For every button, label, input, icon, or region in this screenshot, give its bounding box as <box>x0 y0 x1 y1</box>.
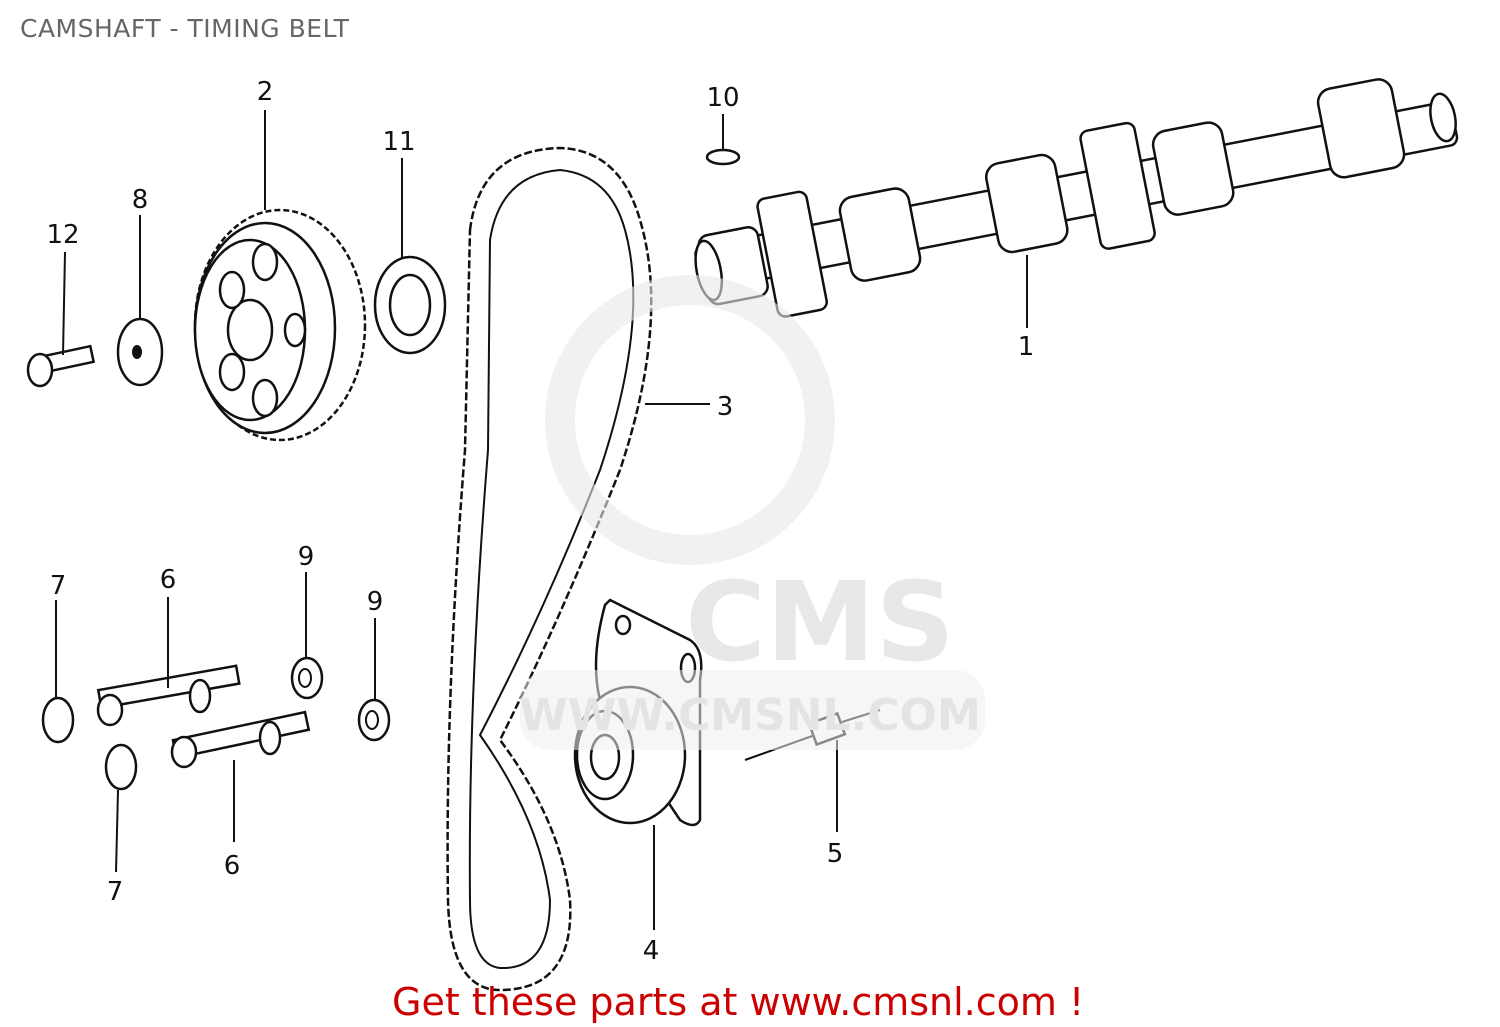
oil-seal-part[interactable] <box>373 255 447 355</box>
camshaft-pulley-part[interactable] <box>193 208 367 442</box>
callout-3: 3 <box>717 392 734 422</box>
camshaft-part[interactable] <box>685 61 1469 331</box>
callout-10: 10 <box>706 83 739 113</box>
callout-12: 12 <box>46 220 79 250</box>
callout-1: 1 <box>1018 332 1035 362</box>
callout-7: 7 <box>50 571 67 601</box>
tensioner-bolt-part[interactable] <box>170 710 311 769</box>
callout-9: 9 <box>298 542 315 572</box>
callout-8: 8 <box>132 185 149 215</box>
callout-6: 6 <box>160 565 177 595</box>
timing-belt-part[interactable] <box>446 146 653 992</box>
bolt-part[interactable] <box>26 344 96 388</box>
callout-11: 11 <box>382 127 415 157</box>
shop-link[interactable]: Get these parts at www.cmsnl.com ! <box>392 980 1085 1024</box>
page-title: CAMSHAFT - TIMING BELT <box>20 14 350 43</box>
callout-6: 6 <box>224 851 241 881</box>
callout-4: 4 <box>643 936 660 966</box>
watermark-url: WWW.CMSNL.COM <box>519 690 981 741</box>
nut-part[interactable] <box>104 743 138 791</box>
callout-7: 7 <box>107 877 124 907</box>
leader-lines <box>55 110 1028 930</box>
washer-part[interactable] <box>116 317 164 387</box>
woodruff-key-part[interactable] <box>705 148 741 166</box>
callout-2: 2 <box>257 77 274 107</box>
callout-5: 5 <box>827 839 844 869</box>
callout-9: 9 <box>367 587 384 617</box>
nut-part[interactable] <box>41 696 75 744</box>
watermark: CMS WWW.CMSNL.COM <box>519 275 985 750</box>
svg-text:CMS: CMS <box>685 558 954 686</box>
